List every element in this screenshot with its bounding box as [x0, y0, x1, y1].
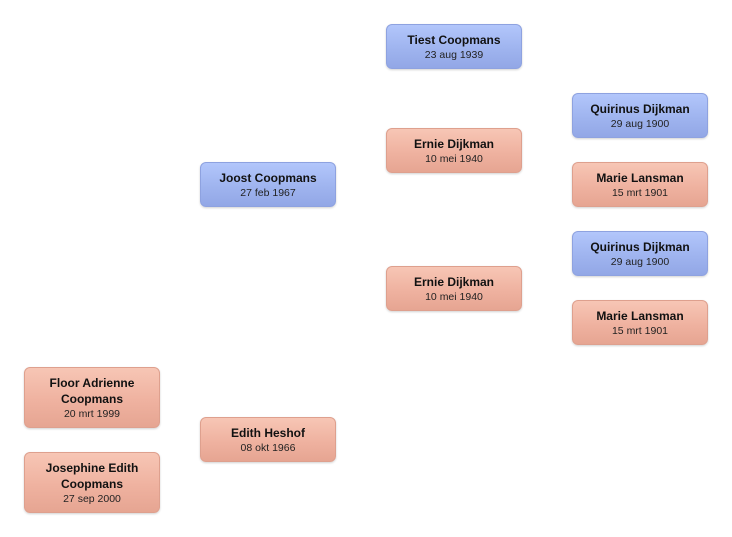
person-name: Marie Lansman: [596, 170, 684, 185]
person-name: Ernie Dijkman: [413, 136, 495, 151]
person-birth-date: 10 mei 1940: [425, 152, 483, 165]
person-name: Joost Coopmans: [219, 170, 317, 185]
person-card-ernie-dijkman[interactable]: Ernie Dijkman 10 mei 1940: [386, 128, 522, 173]
person-name: Josephine Edith Coopmans: [45, 460, 139, 491]
person-name: Floor Adrienne Coopmans: [49, 375, 135, 406]
person-birth-date: 08 okt 1966: [240, 441, 296, 454]
person-birth-date: 10 mei 1940: [425, 290, 483, 303]
person-card-ernie-dijkman[interactable]: Ernie Dijkman 10 mei 1940: [386, 266, 522, 311]
person-birth-date: 23 aug 1939: [424, 48, 484, 61]
person-name: Quirinus Dijkman: [590, 101, 690, 116]
person-birth-date: 15 mrt 1901: [611, 324, 669, 337]
person-birth-date: 29 aug 1900: [610, 255, 670, 268]
person-name: Marie Lansman: [596, 308, 684, 323]
person-name: Edith Heshof: [231, 425, 305, 440]
person-birth-date: 27 feb 1967: [240, 186, 296, 199]
person-name: Ernie Dijkman: [413, 274, 495, 289]
person-card-joost-coopmans[interactable]: Joost Coopmans 27 feb 1967: [200, 162, 336, 207]
person-birth-date: 29 aug 1900: [610, 117, 670, 130]
person-card-marie-lansman[interactable]: Marie Lansman 15 mrt 1901: [572, 162, 708, 207]
person-name: Quirinus Dijkman: [590, 239, 690, 254]
person-card-tiest-coopmans[interactable]: Tiest Coopmans 23 aug 1939: [386, 24, 522, 69]
person-birth-date: 15 mrt 1901: [611, 186, 669, 199]
person-card-quirinus-dijkman[interactable]: Quirinus Dijkman 29 aug 1900: [572, 93, 708, 138]
person-card-edith-heshof[interactable]: Edith Heshof 08 okt 1966: [200, 417, 336, 462]
person-card-marie-lansman[interactable]: Marie Lansman 15 mrt 1901: [572, 300, 708, 345]
person-birth-date: 20 mrt 1999: [63, 407, 121, 420]
person-card-quirinus-dijkman[interactable]: Quirinus Dijkman 29 aug 1900: [572, 231, 708, 276]
person-card-floor-adrienne-coopmans[interactable]: Floor Adrienne Coopmans 20 mrt 1999: [24, 367, 160, 428]
person-name: Tiest Coopmans: [407, 32, 501, 47]
person-card-josephine-edith-coopmans[interactable]: Josephine Edith Coopmans 27 sep 2000: [24, 452, 160, 513]
person-birth-date: 27 sep 2000: [63, 492, 121, 505]
